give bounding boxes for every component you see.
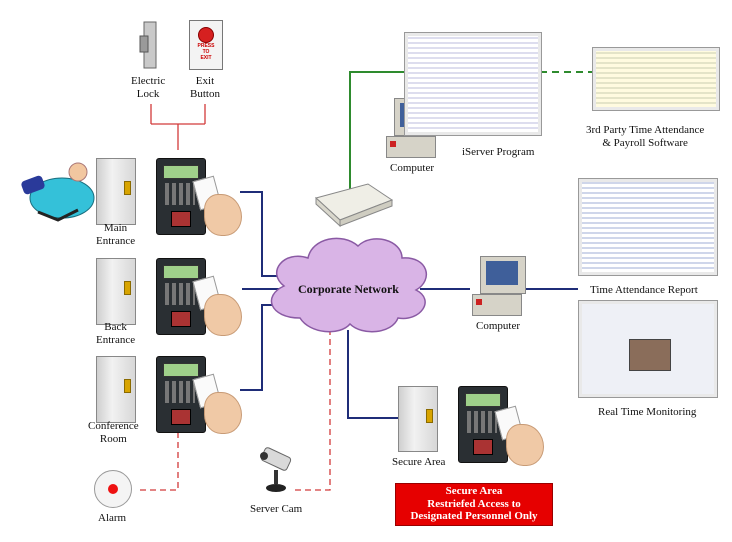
lock-wiring: [150, 104, 206, 150]
real-time-monitoring-label: Real Time Monitoring: [598, 406, 697, 418]
person-icon: [21, 162, 95, 222]
hand-card-icon: [204, 194, 242, 236]
screenshot-icon: [578, 178, 718, 276]
exit-button-label: Exit Button: [190, 75, 220, 100]
iserver-program-label: iServer Program: [462, 146, 535, 158]
computer-case: [472, 294, 522, 316]
restricted-access-alert: Secure Area Restriefed Access to Designa…: [395, 483, 553, 526]
server-cam-label: Server Cam: [250, 503, 303, 515]
door-icon: [398, 386, 438, 452]
camera-icon: [260, 447, 292, 492]
secure-area-label: Secure Area: [392, 456, 446, 468]
reader-links: [240, 191, 578, 419]
screenshot-icon: [578, 300, 718, 398]
corporate-network-cloud: [270, 237, 427, 333]
door-icon: [96, 356, 136, 423]
exit-button-icon: PRESS TO EXIT: [189, 20, 223, 70]
corporate-network-label: Corporate Network: [298, 282, 399, 296]
alarm-label: Alarm: [98, 512, 127, 524]
back-entrance-label: Back Entrance: [96, 321, 136, 346]
computer-icon: [480, 256, 526, 294]
hand-card-icon: [506, 424, 544, 466]
main-entrance-label: Main Entrance: [96, 222, 136, 247]
computer-top-label: Computer: [390, 162, 434, 174]
screenshot-icon: [592, 47, 720, 111]
exit-button-face-text: PRESS TO EXIT: [197, 43, 215, 61]
alarm-icon: [94, 470, 132, 508]
hand-card-icon: [204, 392, 242, 434]
door-icon: [96, 258, 136, 325]
electric-lock-icon: [139, 21, 157, 69]
conference-room-label: Conference Room: [88, 420, 139, 445]
computer-mid-label: Computer: [476, 320, 520, 332]
door-icon: [96, 158, 136, 225]
screenshot-icon: [404, 32, 542, 136]
router-icon: [314, 183, 394, 228]
time-attendance-report-label: Time Attendance Report: [590, 284, 698, 296]
server-links: [349, 71, 592, 193]
computer-case: [386, 136, 436, 158]
third-party-label: 3rd Party Time Attendance & Payroll Soft…: [586, 124, 705, 149]
alarm-cam-links: [140, 326, 331, 491]
electric-lock-label: Electric Lock: [131, 75, 166, 100]
hand-card-icon: [204, 294, 242, 336]
